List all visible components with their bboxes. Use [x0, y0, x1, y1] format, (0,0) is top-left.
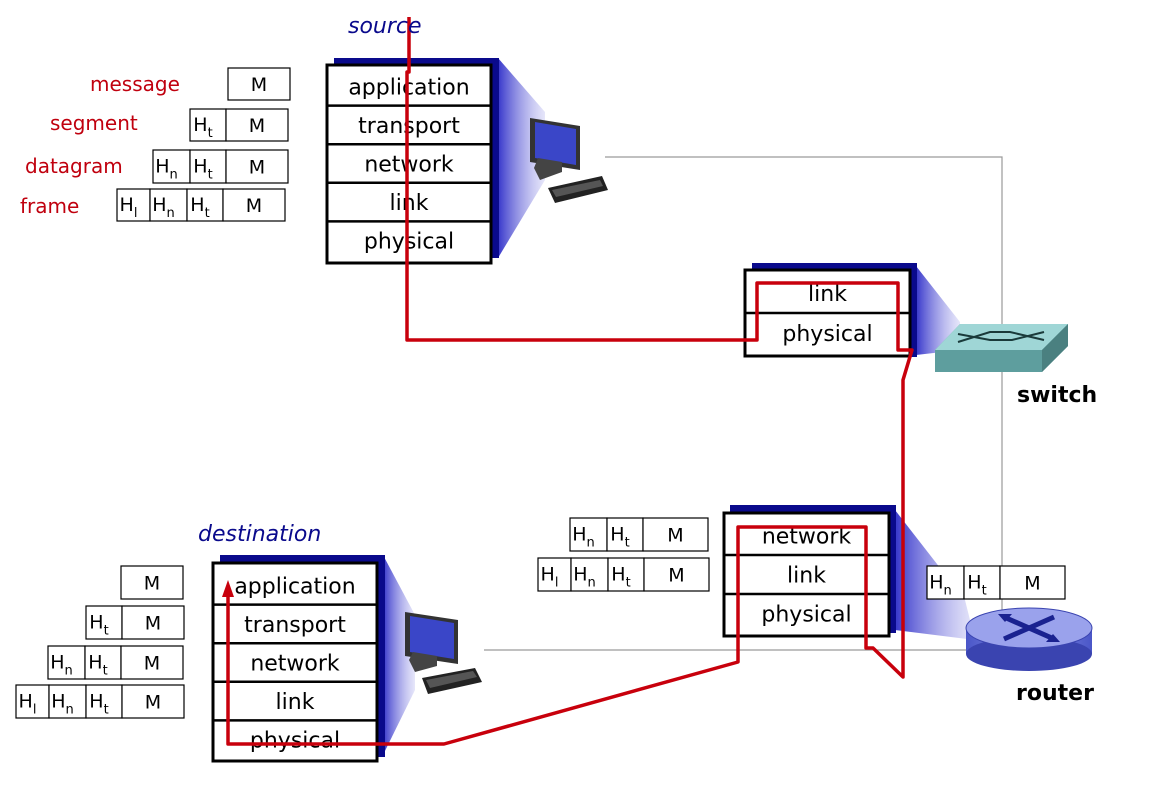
rtr-datagram-message: M	[667, 525, 683, 547]
src-frame-header-link: Hl	[120, 194, 138, 221]
src-message-message: M	[251, 74, 267, 96]
dst-frame-cell	[48, 684, 87, 719]
router-icon	[965, 607, 1093, 671]
source-layer-3: link	[390, 191, 429, 216]
router-protocol-stack	[722, 505, 896, 638]
rtr-datagram-cell	[569, 517, 608, 552]
src-datagram-cell	[152, 149, 191, 184]
src-frame-cell	[222, 188, 286, 222]
src-datagram-cell	[189, 149, 227, 184]
switch-layer-0: link	[808, 282, 847, 307]
router-layer-2: physical	[761, 603, 851, 628]
source-protocol-stack	[325, 58, 499, 265]
src-frame-cell	[116, 188, 151, 222]
destination-stack-frame	[211, 561, 379, 763]
src-frame-cell	[186, 188, 224, 222]
dst-datagram-message: M	[144, 653, 160, 675]
dst-frame-cell	[85, 684, 123, 719]
dest-layer-4: physical	[250, 729, 340, 754]
src-datagram-cell	[225, 149, 289, 184]
router-layer-1: link	[787, 564, 826, 589]
dst-segment-message: M	[145, 613, 161, 635]
source-beam	[498, 58, 545, 258]
src-segment-message: M	[249, 115, 265, 137]
source-host-icon	[530, 118, 608, 203]
destination-host-icon	[405, 612, 482, 694]
src-message-cell	[227, 67, 291, 101]
switch-icon	[935, 324, 1068, 372]
rtr-out-datagram-message: M	[1024, 573, 1040, 595]
destination-beam	[383, 555, 415, 755]
src-segment-cell	[225, 108, 289, 142]
dst-frame-header-link: Hl	[19, 691, 37, 718]
dest-layer-2: network	[250, 652, 340, 677]
dest-layer-0: application	[234, 574, 355, 599]
source-layer-4: physical	[364, 230, 454, 255]
dst-datagram-cell	[84, 645, 122, 680]
network-cables	[484, 156, 1003, 651]
dst-frame-cell	[121, 684, 185, 719]
frame-label: frame	[20, 194, 79, 218]
rtr-frame-cell	[643, 557, 710, 592]
segment-label: segment	[50, 111, 138, 135]
source-layer-1: transport	[358, 114, 460, 139]
rtr-out-datagram-cell	[963, 565, 1001, 600]
dst-message-message: M	[144, 573, 160, 595]
data-path	[226, 17, 914, 746]
src-frame-cell	[149, 188, 188, 222]
source-layer-2: network	[364, 153, 454, 178]
layer-rows: application transport network link physical l…	[213, 75, 910, 754]
src-segment-cell	[189, 108, 227, 142]
rtr-frame-message: M	[668, 565, 684, 587]
rtr-datagram-cell	[606, 517, 644, 552]
rtr-frame-header-link: Hl	[541, 564, 559, 591]
router-label: router	[1016, 681, 1094, 706]
data-path-arrowhead	[222, 580, 234, 597]
message-label: message	[90, 72, 180, 96]
source-layer-0: application	[348, 75, 469, 100]
rtr-frame-cell	[570, 557, 609, 592]
src-frame-message: M	[246, 195, 262, 217]
source-label: source	[348, 14, 422, 39]
dest-layer-3: link	[276, 690, 315, 715]
rtr-datagram-cell	[642, 517, 709, 552]
switch-beam	[916, 266, 960, 355]
dst-datagram-cell	[120, 645, 184, 680]
router-stack-frame	[722, 511, 891, 638]
switch-layer-1: physical	[782, 322, 872, 347]
dst-segment-cell	[121, 605, 185, 640]
switch-label: switch	[1017, 383, 1097, 408]
src-datagram-message: M	[249, 157, 265, 179]
dst-frame-message: M	[145, 692, 161, 714]
rtr-out-datagram-cell	[999, 565, 1066, 600]
datagram-label: datagram	[25, 154, 123, 178]
dst-message-cell	[120, 565, 184, 600]
destination-label: destination	[198, 522, 321, 547]
dest-layer-1: transport	[244, 613, 346, 638]
destination-protocol-stack	[211, 555, 385, 763]
dst-segment-cell	[85, 605, 123, 640]
